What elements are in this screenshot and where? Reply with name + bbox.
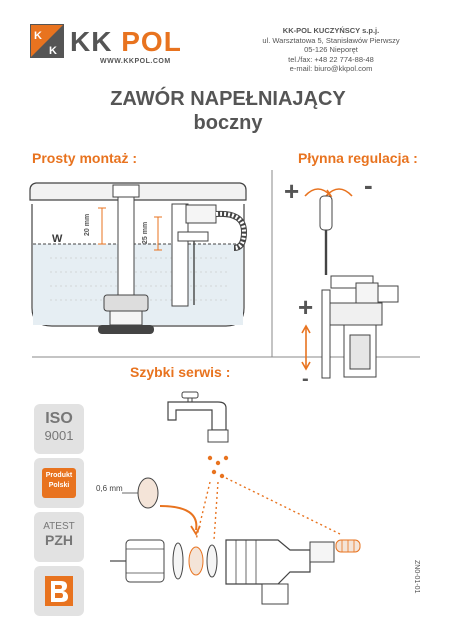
b-mark-badge: [34, 566, 84, 616]
tank-diagram: [29, 182, 248, 334]
service-diagram: [110, 391, 361, 605]
logo-kk: KK: [70, 26, 113, 57]
regulation-diagram: [301, 188, 399, 379]
atest-label: ATEST: [43, 521, 75, 532]
minus-sign-side: -: [302, 368, 309, 390]
atest-pzh-badge: ATEST PZH: [34, 512, 84, 562]
dimension-20mm: 20 mm: [84, 213, 91, 236]
b-mark-icon: [45, 576, 73, 606]
water-level-label: W: [52, 233, 63, 245]
kkpol-logo-text: KK POL: [70, 26, 182, 58]
plus-sign-top: +: [284, 176, 300, 206]
company-name: KK-POL KUCZYŃSCY s.p.j.: [282, 26, 380, 35]
website-url: WWW.KKPOL.COM: [100, 58, 171, 65]
minus-sign-top: -: [364, 170, 373, 200]
company-info: KK-POL KUCZYŃSCY s.p.j. ul. Warsztatowa …: [236, 26, 426, 74]
pzh-label: PZH: [45, 532, 73, 548]
iso-number: 9001: [44, 428, 74, 443]
svg-text:K: K: [34, 30, 42, 42]
dimension-25mm: 25 mm: [142, 221, 149, 244]
page-subtitle: boczny: [193, 112, 263, 134]
polski-label: Polski: [48, 482, 70, 489]
section-title-service: Szybki serwis :: [130, 364, 231, 380]
iso-label: ISO: [45, 410, 73, 427]
logo-icon: K K: [30, 24, 64, 58]
filter-size-label: 0,6 mm: [96, 484, 123, 493]
svg-text:K: K: [49, 45, 57, 57]
produkt-label: Produkt: [45, 472, 73, 479]
section-title-regulation: Płynna regulacja :: [298, 150, 418, 166]
kkpol-logo-mark: K K: [30, 24, 64, 58]
produkt-polski-badge: Produkt Polski: [34, 458, 84, 508]
company-phone: tel./fax: +48 22 774-88-48: [288, 54, 374, 64]
company-postcode: 05-126 Nieporęt: [304, 45, 358, 54]
logo-pol: POL: [121, 26, 182, 57]
company-email: e-mail: biuro@kkpol.com: [289, 64, 373, 73]
page-title: ZAWÓR NAPEŁNIAJĄCY: [110, 88, 346, 110]
document-code: ZN0-01-01: [413, 560, 420, 594]
section-title-mounting: Prosty montaż :: [32, 150, 138, 166]
plus-sign-side: +: [298, 292, 314, 322]
company-address: ul. Warsztatowa 5, Stanisławów Pierwszy: [262, 35, 400, 45]
iso-9001-badge: ISO 9001: [34, 404, 84, 454]
